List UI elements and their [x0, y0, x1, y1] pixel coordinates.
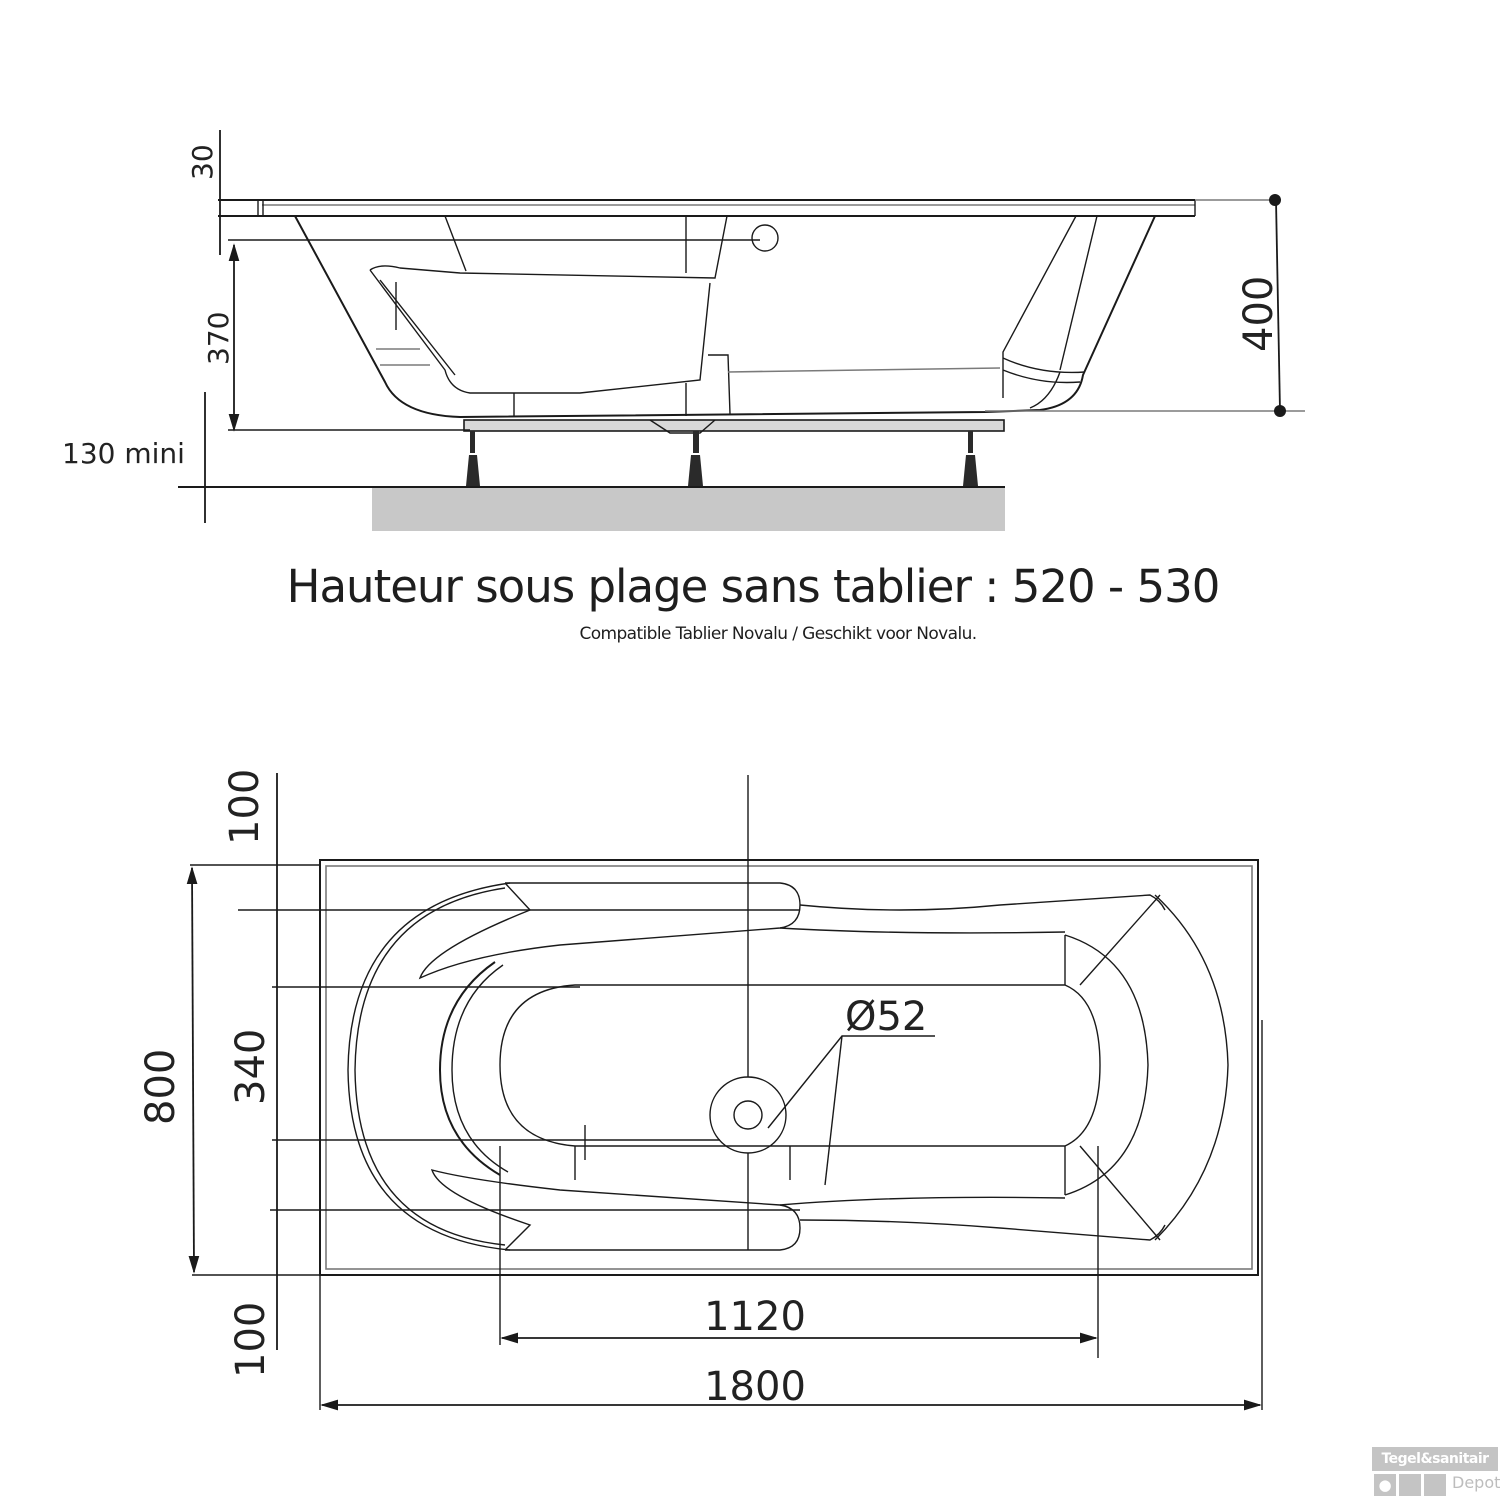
headrest-arc-inner	[1064, 934, 1149, 1196]
watermark-brand: Tegel&sanitair	[1372, 1447, 1498, 1471]
dim-dot-bottom	[1274, 405, 1286, 417]
dim-label-100-top: 100	[222, 769, 268, 845]
headrest-curve-2	[1002, 369, 1081, 384]
dim-label-370: 370	[202, 312, 235, 365]
foot-inner-arc	[438, 961, 501, 1176]
drain-block	[708, 354, 731, 415]
floor-inner-line	[727, 367, 1001, 373]
leg-right	[963, 431, 978, 486]
headrest-curve-1	[1002, 357, 1086, 374]
headrest-curve-3	[1029, 371, 1061, 409]
foot-outer-arc-inner	[354, 887, 506, 1246]
drain-inner-icon	[733, 1100, 763, 1130]
watermark-sub: Depot	[1452, 1473, 1500, 1492]
seat-outline	[369, 269, 711, 394]
caption-main: Hauteur sous plage sans tablier : 520 - …	[287, 560, 1220, 613]
headrest-arc-outer	[1154, 894, 1229, 1241]
headrest-edge-1	[1002, 215, 1077, 398]
leader-line-2	[824, 1035, 843, 1186]
backrest-top	[369, 215, 728, 279]
drain-housing	[649, 419, 716, 434]
tub-rim	[218, 199, 1280, 217]
headrest-diag-bottom	[1079, 1145, 1161, 1241]
dim-label-100-bottom: 100	[228, 1302, 274, 1378]
armrest-bottom-rail-2	[779, 1196, 1066, 1206]
armrest-top-rail-2	[779, 927, 1066, 934]
logo-square	[1424, 1474, 1446, 1496]
dim-label-1800: 1800	[704, 1364, 806, 1410]
tub-outer-rim	[319, 859, 1259, 1276]
armrest-bottom	[430, 1168, 801, 1251]
backrest-edge	[444, 215, 467, 272]
dim-label-340: 340	[228, 1029, 274, 1105]
dim-label-30: 30	[186, 144, 219, 180]
dim-label-1120: 1120	[704, 1294, 806, 1340]
logo-square	[1399, 1474, 1421, 1496]
foot-inner-arc-2	[451, 964, 509, 1173]
basin-floor	[499, 984, 1101, 1147]
dim-line-800	[186, 866, 200, 1274]
caption-sub: Compatible Tablier Novalu / Geschikt voo…	[579, 624, 976, 644]
armrest-bottom-rail	[799, 1219, 1166, 1241]
headrest-diag-top	[1079, 894, 1161, 986]
dim-label-drain: Ø52	[845, 994, 927, 1040]
leg-middle	[688, 431, 703, 486]
dim-label-400: 400	[1236, 276, 1282, 352]
top-view: Ø52 100 340 100 800 1120 1800	[138, 769, 1263, 1411]
dim-label-800: 800	[138, 1049, 184, 1125]
dim-dot-top	[1269, 194, 1281, 206]
watermark-logo: Tegel&sanitair ● Depot	[1372, 1447, 1500, 1497]
floor-block	[372, 487, 1005, 531]
drain-outer-icon	[709, 1076, 787, 1154]
headrest-edge-2	[1059, 215, 1098, 371]
overflow-icon	[751, 224, 779, 252]
dim-label-130-mini: 130 mini	[62, 437, 185, 470]
leg-left	[466, 431, 480, 486]
dim-line-400	[1275, 199, 1281, 412]
tub-body-outline	[294, 215, 1156, 419]
seat-inner-edge	[379, 279, 456, 376]
armrest-top-rail	[799, 894, 1166, 911]
foot-outer-arc	[347, 882, 511, 1251]
tub-inner-rim	[325, 865, 1253, 1270]
side-view: 30 370 130 mini 400	[62, 130, 1305, 531]
water-drop-icon: ●	[1374, 1474, 1396, 1496]
support-frame	[463, 419, 1005, 432]
armrest-top	[418, 882, 801, 980]
leader-line	[767, 1035, 935, 1129]
